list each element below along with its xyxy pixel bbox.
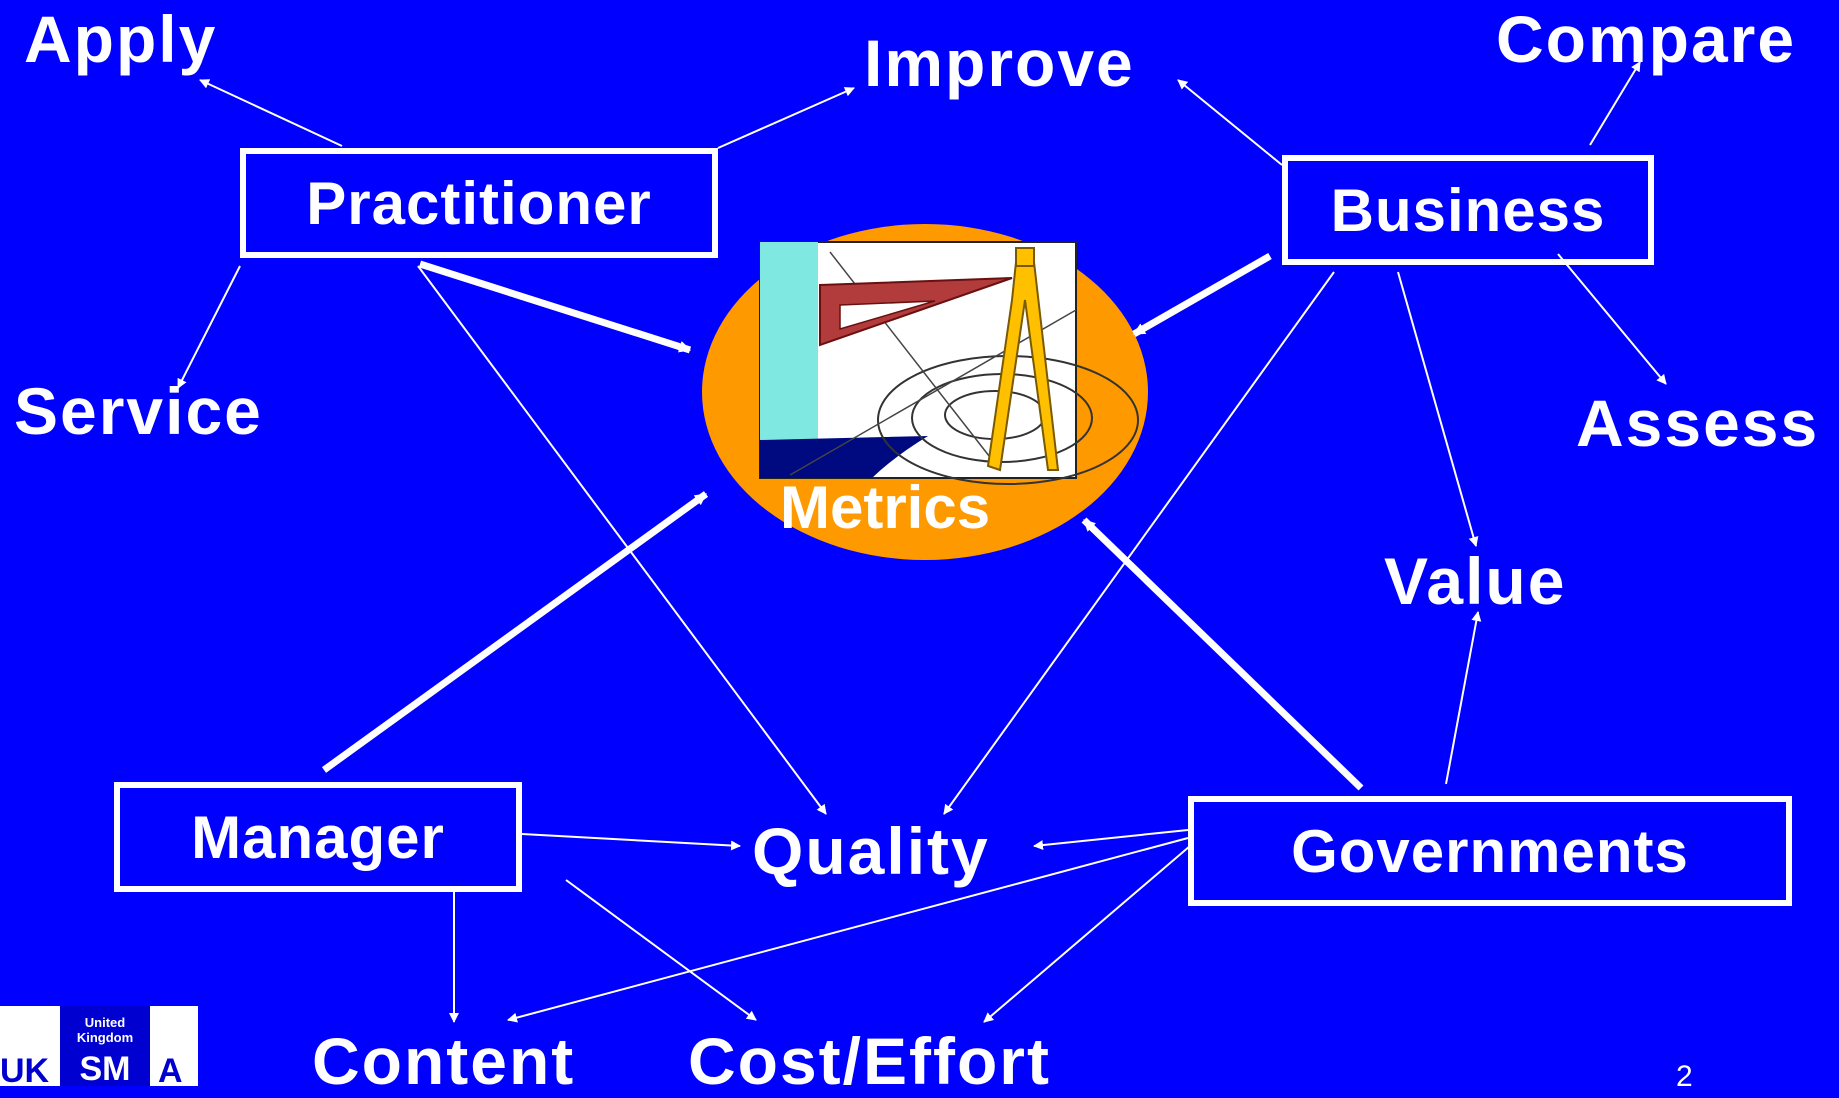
apply-label: Apply — [24, 2, 218, 76]
arrow-governments-quality — [1033, 829, 1189, 851]
logo-uk: UK — [0, 1052, 50, 1086]
manager-label: Manager — [191, 803, 445, 871]
arrow-practitioner-service — [177, 265, 241, 389]
metrics-label: Metrics — [780, 474, 991, 541]
content-label: Content — [312, 1024, 576, 1098]
arrow-practitioner-quality — [417, 265, 827, 815]
arrow-practitioner-metrics — [418, 260, 692, 354]
service-label: Service — [14, 374, 263, 448]
logo-kingdom: Kingdom — [76, 1030, 134, 1045]
arrow-business-assess — [1557, 253, 1667, 385]
arrow-practitioner-apply — [199, 79, 343, 147]
value-label: Value — [1384, 544, 1567, 618]
business-label: Business — [1330, 176, 1606, 244]
compare-label: Compare — [1496, 2, 1797, 76]
arrow-governments-content — [507, 837, 1189, 1023]
drafting-tools-picture — [759, 241, 1139, 485]
arrow-governments-metrics — [1081, 517, 1364, 791]
business-box: Business — [1282, 155, 1654, 265]
uksma-logo: UK United Kingdom SM A — [0, 1006, 198, 1086]
manager-box: Manager — [114, 782, 522, 892]
arrow-manager-metrics — [321, 491, 709, 773]
logo-sm: SM — [79, 1050, 131, 1086]
arrow-business-metrics — [1132, 252, 1272, 338]
governments-label: Governments — [1291, 817, 1689, 885]
arrow-manager-cost-effort — [565, 879, 757, 1021]
arrow-business-value — [1397, 271, 1479, 547]
arrow-business-compare — [1589, 61, 1641, 146]
page-number: 2 — [1676, 1060, 1693, 1093]
practitioner-box: Practitioner — [240, 148, 718, 258]
assess-label: Assess — [1576, 386, 1820, 460]
arrow-manager-quality — [521, 833, 741, 851]
arrow-governments-value — [1445, 611, 1482, 785]
practitioner-label: Practitioner — [306, 169, 652, 237]
arrow-business-improve — [1177, 79, 1283, 166]
logo-united: United — [84, 1015, 126, 1030]
logo-a: A — [158, 1052, 183, 1086]
arrow-business-quality — [943, 271, 1335, 815]
cost-effort-label: Cost/Effort — [688, 1024, 1051, 1098]
governments-box: Governments — [1188, 796, 1792, 906]
logo-sm-box: United Kingdom SM — [60, 1006, 150, 1086]
arrow-practitioner-improve — [717, 87, 855, 149]
improve-label: Improve — [864, 26, 1135, 100]
quality-label: Quality — [752, 814, 990, 888]
arrow-governments-cost-effort — [983, 845, 1191, 1023]
